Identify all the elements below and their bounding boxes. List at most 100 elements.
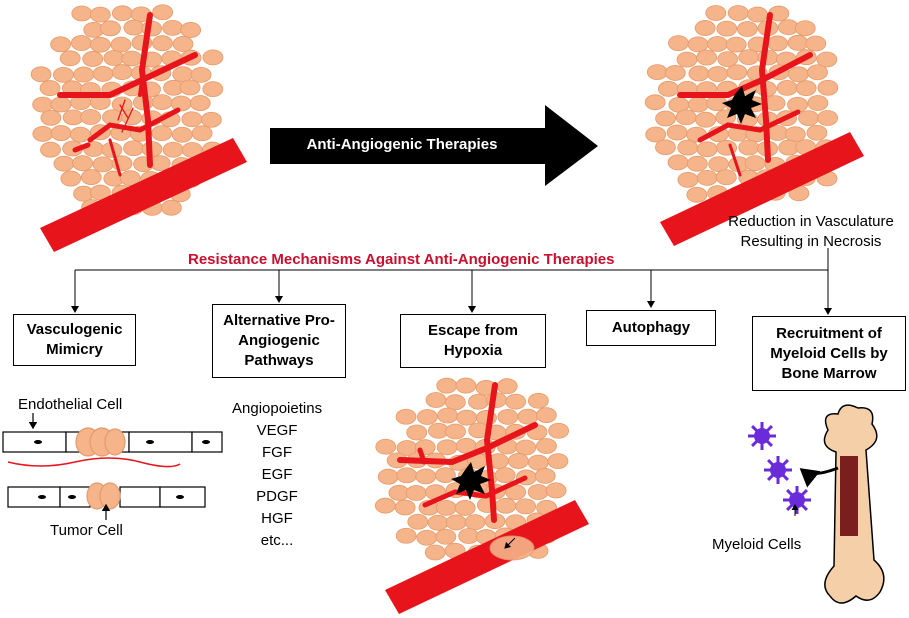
- tumor-cell: [374, 497, 396, 514]
- tumor-cell: [494, 467, 516, 484]
- tumor-cells-after: [644, 5, 839, 203]
- tumor-cell: [50, 36, 72, 53]
- tumor-cell: [71, 35, 92, 51]
- tumor-cell: [807, 64, 828, 81]
- endothelial-cell-label: Endothelial Cell: [18, 396, 123, 413]
- tumor-cell: [738, 139, 760, 156]
- necrosis-caption-line1: Reduction in Vasculature: [728, 213, 894, 230]
- tumor-cell: [170, 95, 192, 112]
- necrosis-caption: Reduction in Vasculature Resulting in Ne…: [716, 212, 906, 252]
- mechanism-line: Bone Marrow: [781, 364, 877, 382]
- tumor-cell: [658, 80, 679, 97]
- mechanism-line: Recruitment of: [776, 324, 882, 342]
- tumor-cell: [464, 514, 486, 530]
- tumor-cell: [444, 394, 466, 411]
- tumor-cell: [200, 111, 222, 128]
- tumor-cell: [667, 154, 689, 171]
- tumor-cell: [436, 439, 458, 456]
- tumor-cell: [103, 50, 125, 66]
- tumor-cell: [545, 482, 567, 499]
- tumor-cell: [468, 393, 489, 410]
- tumor-cell: [40, 109, 62, 126]
- tumor-tissue-before: [30, 4, 247, 252]
- tumor-cell: [435, 500, 457, 516]
- tumor-cell: [119, 170, 141, 187]
- tumor-cell: [80, 169, 102, 185]
- tumor-cell: [805, 35, 827, 52]
- tumor-cell: [535, 407, 557, 424]
- mechanism-line: Alternative Pro-: [223, 312, 335, 329]
- tumor-cell: [416, 409, 438, 425]
- tumor-cell: [434, 467, 456, 484]
- tumor-cell: [515, 498, 537, 515]
- tumor-cell: [89, 6, 111, 23]
- tumor-cell: [534, 468, 556, 484]
- tumor-cell: [180, 22, 202, 38]
- factor-item: VEGF: [256, 422, 298, 439]
- tumor-cell: [776, 79, 798, 96]
- tumor-cell: [495, 497, 517, 514]
- tumor-cell: [437, 407, 459, 424]
- tumor-cell: [455, 377, 477, 394]
- mechanism-line: Mimicry: [46, 341, 103, 358]
- mechanism-line: Autophagy: [611, 319, 691, 336]
- tumor-cell: [69, 126, 91, 143]
- tumor-cell: [806, 124, 828, 141]
- tumor-cell: [655, 139, 676, 156]
- tumor-cell: [53, 155, 75, 172]
- tumor-cell: [445, 423, 466, 440]
- tumor-cell: [377, 468, 399, 485]
- tumor-cell: [50, 125, 72, 141]
- tumor-cell: [807, 95, 829, 111]
- tumor-cell: [646, 64, 668, 81]
- tumor-cell: [407, 513, 429, 530]
- tumor-cell: [71, 5, 93, 22]
- tumor-cell: [795, 80, 817, 97]
- mechanism-myeloid-recruitment: Recruitment of Myeloid Cells by Bone Marro…: [752, 316, 906, 391]
- tumor-cell: [435, 528, 457, 545]
- tumor-cell: [675, 109, 697, 126]
- tumor-cell: [92, 156, 114, 173]
- tumor-cell: [816, 51, 838, 68]
- mechanism-line: Myeloid Cells by: [770, 344, 888, 362]
- tumor-cell: [817, 79, 839, 96]
- tumor-cell: [406, 424, 428, 441]
- tumor-cell: [727, 5, 749, 21]
- tumor-cell: [111, 64, 133, 80]
- tumor-cell: [456, 409, 478, 426]
- tumor-cell: [425, 392, 447, 408]
- tumor-cell: [59, 50, 81, 67]
- tumor-cell: [40, 141, 61, 158]
- tumor-cell: [89, 36, 111, 53]
- therapy-arrow-label: Anti-Angiogenic Therapies: [306, 136, 498, 153]
- tumor-cell: [60, 170, 82, 187]
- tumor-cell: [655, 110, 676, 127]
- tumor-cell: [110, 36, 132, 53]
- factor-item: etc...: [260, 532, 294, 549]
- tumor-cell: [736, 21, 758, 37]
- mechanism-autophagy: Autophagy: [586, 310, 716, 346]
- tumor-cell: [121, 50, 143, 67]
- tumor-cell: [394, 499, 416, 516]
- tumor-cell: [160, 199, 182, 216]
- tumor-cell: [62, 109, 84, 126]
- mechanism-line: Angiogenic: [238, 332, 320, 349]
- tumor-cell: [172, 36, 194, 52]
- tumor-cell: [645, 126, 667, 143]
- tumor-cell: [149, 155, 171, 172]
- tumor-cell: [787, 34, 809, 51]
- blood-vessels-after: [677, 12, 813, 177]
- tumor-cell: [666, 124, 688, 141]
- tumor-cell: [717, 51, 739, 68]
- tumor-cell: [191, 125, 213, 142]
- mechanism-line: Vasculogenic: [26, 321, 123, 338]
- main-vessel-before: [40, 138, 247, 252]
- mechanism-line: Hypoxia: [443, 342, 503, 359]
- tumor-cell: [694, 20, 716, 36]
- tumor-cell: [696, 169, 718, 186]
- mechanism-line: Pathways: [244, 352, 314, 369]
- tumor-cell: [162, 141, 184, 158]
- tumor-cell: [92, 66, 114, 82]
- factor-item: FGF: [262, 444, 292, 461]
